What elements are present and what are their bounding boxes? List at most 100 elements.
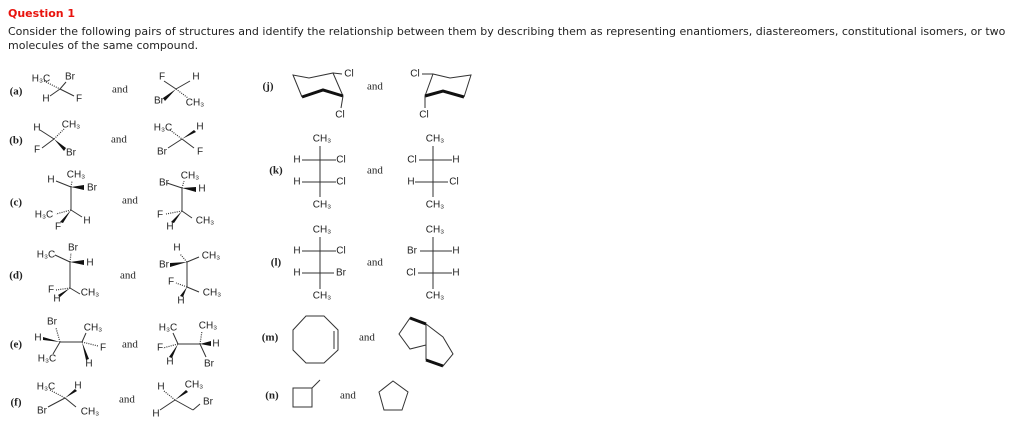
atom: Br bbox=[154, 96, 165, 107]
atom: Br bbox=[203, 397, 214, 408]
atom: Cl bbox=[336, 155, 345, 166]
and-label: and bbox=[119, 394, 135, 406]
atom: F bbox=[157, 343, 163, 354]
atom: Cl bbox=[406, 268, 415, 279]
part-label: (e) bbox=[10, 339, 23, 351]
atom: Br bbox=[204, 359, 215, 370]
atom: CH₃ bbox=[62, 120, 81, 131]
methylcyclobutane bbox=[292, 387, 313, 408]
atom: H bbox=[452, 155, 459, 166]
atom: H bbox=[42, 94, 49, 105]
part-label: (k) bbox=[269, 165, 283, 177]
atom: H₃C bbox=[32, 74, 51, 85]
atom: H bbox=[85, 359, 92, 370]
atom: H bbox=[157, 382, 164, 393]
atom: Cl bbox=[336, 246, 345, 257]
atom: Br bbox=[159, 178, 170, 189]
part-m: (m) and bbox=[262, 315, 454, 368]
part-label: (n) bbox=[265, 390, 279, 402]
part-label: (f) bbox=[11, 397, 22, 409]
atom: CH₃ bbox=[202, 251, 221, 262]
atom: H bbox=[177, 296, 184, 307]
atom: H bbox=[83, 216, 90, 227]
spiro-compound bbox=[398, 316, 454, 368]
atom: CH₃ bbox=[185, 380, 204, 391]
atom: Cl bbox=[449, 177, 458, 188]
atom: Br bbox=[157, 147, 168, 158]
atom: CH₃ bbox=[426, 225, 445, 236]
atom: H₃C bbox=[154, 123, 173, 134]
part-label: (a) bbox=[10, 86, 23, 98]
question-title: Question 1 bbox=[8, 7, 76, 20]
atom: F bbox=[34, 145, 40, 156]
part-label: (d) bbox=[9, 270, 23, 282]
atom: CH₃ bbox=[81, 407, 100, 418]
atom: Br bbox=[65, 72, 76, 83]
atom: H bbox=[192, 72, 199, 83]
atom: H bbox=[166, 357, 173, 368]
atom: Cl bbox=[335, 110, 344, 121]
atom: CH₃ bbox=[186, 98, 205, 109]
part-b: (b) H CH₃ F Br and H₃C H Br F bbox=[9, 120, 203, 159]
part-d: (d) H₃C Br H F CH₃ H and H CH₃ Br F CH₃ … bbox=[9, 243, 221, 307]
and-label: and bbox=[112, 84, 128, 96]
and-label: and bbox=[367, 165, 383, 177]
atom: H bbox=[53, 294, 60, 305]
atom: H bbox=[196, 122, 203, 133]
atom: H bbox=[407, 177, 414, 188]
part-label: (l) bbox=[271, 257, 282, 269]
atom: CH₃ bbox=[203, 288, 222, 299]
atom: Br bbox=[37, 406, 48, 417]
cyclooctene bbox=[292, 315, 339, 364]
atom: H bbox=[74, 381, 81, 392]
atom: CH₃ bbox=[84, 323, 103, 334]
part-l: (l) CH₃ H Cl H Br CH₃ and CH₃ Br H Cl H … bbox=[271, 225, 460, 302]
atom: H bbox=[166, 222, 173, 233]
atom: CH₃ bbox=[426, 200, 445, 211]
atom: H bbox=[198, 184, 205, 195]
atom: H₃C bbox=[159, 323, 178, 334]
part-label: (b) bbox=[9, 135, 23, 147]
and-label: and bbox=[359, 332, 375, 344]
cyclopentane bbox=[378, 380, 409, 411]
atom: Cl bbox=[407, 155, 416, 166]
part-k: (k) CH₃ H Cl H Cl CH₃ and CH₃ Cl H H Cl … bbox=[269, 134, 459, 211]
part-n: (n) and bbox=[265, 379, 409, 411]
atom: H₃C bbox=[37, 250, 56, 261]
part-c: (c) H CH₃ Br H₃C H F and Br CH₃ H F CH₃ … bbox=[10, 170, 214, 233]
atom: H bbox=[293, 246, 300, 257]
and-label: and bbox=[122, 339, 138, 351]
atom: F bbox=[76, 94, 82, 105]
atom: CH₃ bbox=[81, 288, 100, 299]
atom: H bbox=[152, 409, 159, 420]
atom: CH₃ bbox=[313, 200, 332, 211]
atom: H bbox=[173, 243, 180, 254]
atom: H bbox=[293, 268, 300, 279]
and-label: and bbox=[122, 195, 138, 207]
atom: Br bbox=[407, 246, 418, 257]
atom: CH₃ bbox=[313, 134, 332, 145]
question-text: Consider the following pairs of structur… bbox=[8, 25, 1006, 52]
atom: Br bbox=[87, 183, 98, 194]
part-e: (e) Br H CH₃ F H₃C H and H₃C CH₃ H F H B… bbox=[10, 317, 220, 370]
part-label: (c) bbox=[10, 197, 23, 209]
atom: H bbox=[293, 155, 300, 166]
atom: CH₃ bbox=[67, 170, 86, 181]
atom: H bbox=[293, 177, 300, 188]
atom: H bbox=[34, 333, 41, 344]
atom: CH₃ bbox=[426, 291, 445, 302]
atom: H bbox=[33, 123, 40, 134]
atom: Br bbox=[47, 317, 58, 328]
part-label: (j) bbox=[263, 81, 274, 93]
part-j: (j) Cl Cl and Cl Cl bbox=[263, 69, 472, 121]
atom: F bbox=[157, 210, 163, 221]
atom: CH₃ bbox=[313, 225, 332, 236]
atom: H bbox=[47, 175, 54, 186]
and-label: and bbox=[367, 257, 383, 269]
part-label: (m) bbox=[262, 332, 279, 344]
atom: H₃C bbox=[35, 210, 54, 221]
atom: H₃C bbox=[37, 382, 56, 393]
and-label: and bbox=[340, 390, 356, 402]
part-a: (a) H₃C Br H F and F H Br CH₃ bbox=[10, 72, 205, 109]
